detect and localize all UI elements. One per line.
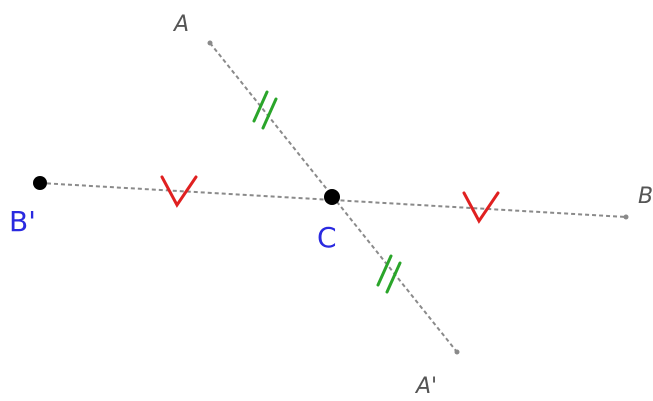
equal-mark-ca-prime <box>376 254 402 294</box>
equal-mark-b-prime-c <box>160 175 198 208</box>
label-c: C <box>317 221 337 254</box>
label-a: A <box>172 12 189 37</box>
point-b <box>623 214 629 220</box>
point-b-prime <box>33 176 47 190</box>
label-a-prime: A' <box>414 374 437 399</box>
label-b: B <box>638 184 653 209</box>
equal-mark-c-b <box>462 191 500 224</box>
point-c <box>324 189 340 205</box>
equal-mark-ac <box>252 90 278 130</box>
point-a <box>207 40 213 46</box>
point-a-prime <box>454 349 460 355</box>
label-b-prime: B' <box>9 205 36 238</box>
